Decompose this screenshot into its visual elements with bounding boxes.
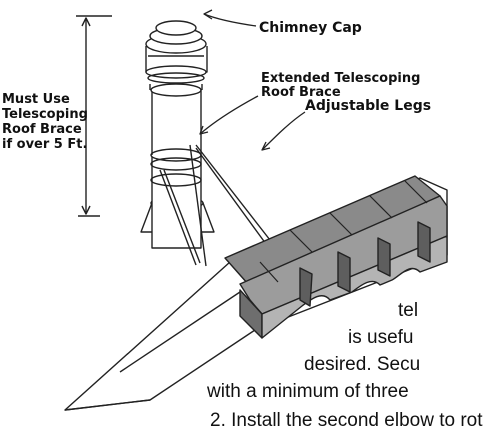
body-text-line-4: with a minimum of three [207, 381, 409, 402]
body-text-line-1: tel [398, 300, 419, 321]
fascia-trim [261, 235, 448, 339]
chimney-cap-label: Chimney Cap [259, 20, 362, 36]
height-dimension-line [76, 15, 112, 217]
must-use-brace-note: Must Use Telescoping Roof Brace if over … [2, 92, 88, 152]
body-text-line-2: is usefu [348, 327, 414, 348]
extended-roof-brace-label: Extended Telescoping Roof Brace [261, 71, 421, 100]
adjustable-legs-label: Adjustable Legs [305, 98, 432, 114]
chimney-diagram: Chimney Cap Extended Telescoping Roof Br… [2, 9, 483, 431]
body-text-line-3: desired. Secu [304, 354, 421, 375]
roof-brace-legs [159, 144, 271, 267]
leader-lines [199, 9, 306, 151]
chimney-roof-illustration [64, 9, 448, 411]
chimney-pipe-upper [151, 90, 202, 155]
body-text-line-5: 2. Install the second elbow to rot [210, 410, 483, 431]
